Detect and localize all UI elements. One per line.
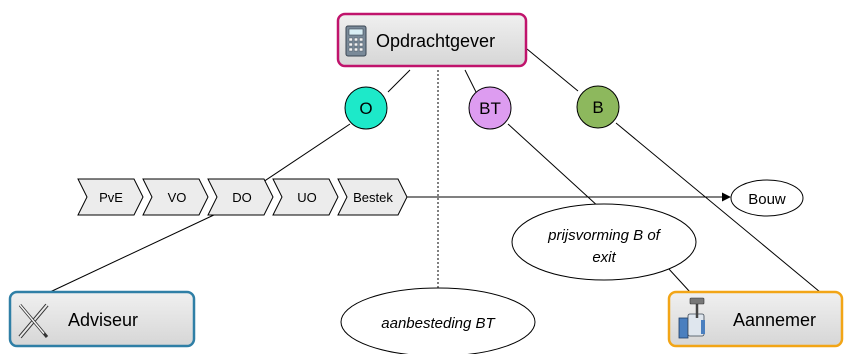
pricing-note-line1: prijsvorming B of — [547, 227, 662, 244]
outcome-label: Bouw — [748, 191, 786, 208]
line-bt-pricing — [507, 123, 601, 209]
contract-b: B — [576, 85, 620, 129]
line-client-b — [526, 48, 579, 92]
pricing-note: prijsvorming B of exit — [511, 203, 697, 281]
client-box: Opdrachtgever — [336, 12, 528, 68]
contract-o: O — [344, 86, 388, 130]
contract-bt-label: BT — [479, 99, 501, 118]
outcome-bouw: Bouw — [730, 179, 804, 217]
advisor-box: Adviseur — [8, 290, 196, 348]
phase-do: DO — [207, 178, 274, 216]
client-label: Opdrachtgever — [376, 31, 495, 51]
line-client-bt — [464, 69, 477, 93]
phase-pve-label: PvE — [99, 190, 123, 205]
phase-bestek-label: Bestek — [353, 190, 393, 205]
phase-uo-label: UO — [297, 190, 317, 205]
line-b-contractor — [615, 122, 821, 293]
tender-note: aanbesteding BT — [340, 287, 536, 354]
contractor-box: Aannemer — [667, 290, 844, 348]
phase-bestek: Bestek — [337, 178, 408, 216]
phase-vo: VO — [142, 178, 209, 216]
contractor-label: Aannemer — [733, 310, 816, 330]
calculator-icon — [345, 25, 367, 57]
contract-bt: BT — [468, 86, 512, 130]
worker-hammer-icon — [678, 297, 705, 339]
phase-pve: PvE — [77, 178, 144, 216]
advisor-label: Adviseur — [68, 310, 138, 330]
phase-do-label: DO — [232, 190, 252, 205]
pencil-ruler-icon — [18, 303, 49, 339]
phase-uo: UO — [272, 178, 339, 216]
phase-vo-label: VO — [168, 190, 187, 205]
line-do-advisor — [49, 213, 217, 293]
contract-b-label: B — [592, 98, 603, 117]
line-client-o — [387, 69, 411, 93]
contract-o-label: O — [359, 99, 372, 118]
pricing-note-line2: exit — [592, 249, 616, 266]
phase-chevrons: PvE VO DO UO Bestek — [77, 178, 408, 216]
line-pricing-contractor — [667, 267, 691, 293]
tender-note-label: aanbesteding BT — [381, 315, 496, 332]
